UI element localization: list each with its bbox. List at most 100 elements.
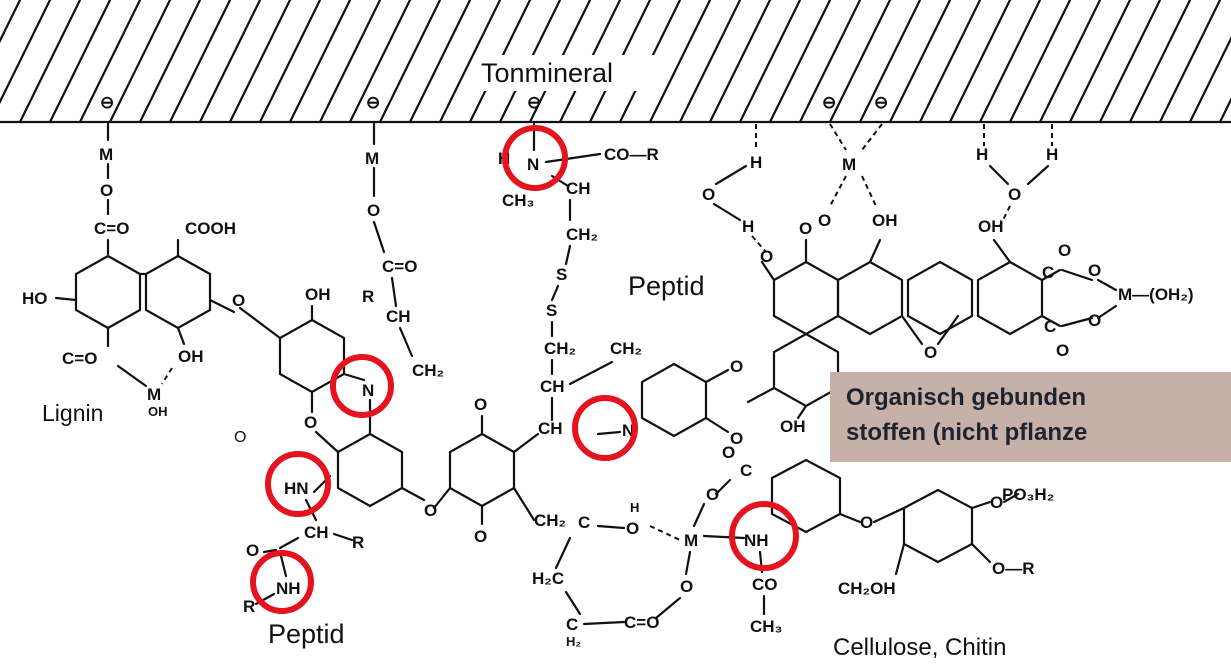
svg-text:O: O: [304, 413, 317, 432]
svg-text:OH: OH: [148, 404, 168, 419]
hatch-line: [48, 0, 112, 124]
svg-text:O: O: [246, 541, 259, 560]
svg-text:CO—R: CO—R: [604, 145, 659, 164]
svg-text:CH₂: CH₂: [412, 361, 444, 380]
svg-text:C=O: C=O: [94, 219, 129, 238]
hatch-line: [438, 0, 502, 124]
svg-text:C=O: C=O: [624, 613, 659, 632]
hatch-line: [348, 0, 412, 124]
svg-text:C=O: C=O: [382, 257, 417, 276]
svg-text:CH: CH: [386, 307, 411, 326]
svg-text:OH: OH: [178, 347, 204, 366]
hatch-line: [168, 0, 232, 124]
svg-text:O: O: [730, 357, 743, 376]
svg-text:M: M: [842, 155, 856, 174]
svg-text:O: O: [924, 343, 937, 362]
svg-text:CO: CO: [752, 575, 778, 594]
svg-text:O: O: [474, 527, 487, 546]
svg-text:OH: OH: [305, 285, 331, 304]
sugar-metal-complex: M O H CH C CH₂ H₂C C H₂ O C=O O O NH CO …: [532, 443, 1054, 661]
highlight-ring-1: [502, 125, 568, 191]
svg-text:O: O: [1056, 341, 1069, 360]
water-bridges: H O H M O OH H H O OH: [702, 123, 1058, 253]
hatch-line: [1188, 36, 1231, 124]
svg-text:M—(OH₂): M—(OH₂): [1118, 285, 1194, 304]
central-chain: M O C=O R CH CH₂ OH O O O O O CH CH₂ O: [232, 122, 566, 649]
svg-text:M: M: [684, 531, 698, 550]
svg-text:H₂C: H₂C: [532, 569, 564, 588]
hatch-line: [378, 0, 442, 124]
svg-text:NH: NH: [276, 579, 301, 598]
hatch-line: [678, 0, 742, 124]
hatch-line: [1128, 0, 1192, 124]
svg-text:COOH: COOH: [185, 219, 236, 238]
svg-text:NH: NH: [744, 531, 769, 550]
hatch-line: [198, 0, 262, 124]
hatch-line: [858, 0, 922, 124]
hatch-line: [138, 0, 202, 124]
hatch-line: [78, 0, 142, 124]
hatch-line: [1068, 0, 1132, 124]
hatch-line: [828, 0, 892, 124]
thio-chain: H N CO—R CH₃ CH CH₂ S S CH₂ CH CH₂ Pepti…: [498, 122, 705, 422]
hatch-line: [408, 0, 472, 124]
svg-text:O: O: [1008, 185, 1021, 204]
svg-text:C: C: [578, 513, 590, 532]
hatch-line: [0, 0, 22, 44]
surface-charges: ⊖ ⊖ ⊖ ⊖ ⊖: [100, 93, 888, 112]
highlight-ring-5: [729, 501, 799, 571]
svg-text:PO₃H₂: PO₃H₂: [1002, 485, 1054, 504]
svg-text:O: O: [100, 181, 113, 200]
svg-text:O: O: [760, 247, 773, 266]
hatch-line: [1098, 0, 1162, 124]
hatch-line: [978, 0, 1042, 124]
hatch-line: [948, 0, 1012, 124]
clay-mineral-surface: Tonmineral: [0, 0, 1231, 124]
svg-text:O: O: [1088, 311, 1101, 330]
hatch-line: [228, 0, 292, 124]
svg-text:CH: CH: [540, 377, 565, 396]
charge-2: ⊖: [366, 93, 380, 112]
nitrogen-highlights: [250, 125, 799, 614]
hatch-line: [18, 0, 82, 124]
svg-text:OH: OH: [872, 211, 898, 230]
hatch-line: [798, 0, 862, 124]
metal-1: M: [99, 145, 113, 164]
svg-text:CH₂: CH₂: [544, 339, 576, 358]
svg-text:N: N: [527, 155, 539, 174]
svg-text:CH: CH: [538, 419, 563, 438]
hatch-line: [888, 0, 952, 124]
svg-text:O: O: [1088, 261, 1101, 280]
svg-text:H: H: [630, 500, 639, 515]
svg-text:C: C: [1042, 263, 1054, 282]
svg-text:R: R: [362, 287, 374, 306]
svg-text:HO: HO: [22, 289, 48, 308]
svg-text:O: O: [860, 513, 873, 532]
peptide-label-left: Peptid: [268, 619, 345, 649]
callout-line-1: Organisch gebunden: [846, 384, 1087, 411]
svg-text:O: O: [680, 577, 693, 596]
svg-text:O: O: [730, 429, 743, 448]
hatch-line: [1218, 97, 1231, 124]
charge-1: ⊖: [100, 93, 114, 112]
svg-text:O: O: [232, 291, 245, 310]
humic-aromatic-system: O O O O OH C=O O C O M—(OH₂) C O O: [746, 219, 1194, 436]
svg-text:O: O: [1058, 241, 1071, 260]
svg-text:O: O: [367, 201, 380, 220]
hatch-line: [318, 0, 382, 124]
charge-5: ⊖: [874, 93, 888, 112]
svg-text:O: O: [702, 185, 715, 204]
callout-line-2: stoffen (nicht pflanze: [846, 419, 1088, 446]
charge-3: ⊖: [527, 93, 541, 112]
hatch-line: [648, 0, 712, 124]
svg-text:CH: CH: [566, 179, 591, 198]
svg-text:O—R: O—R: [992, 559, 1035, 578]
svg-text:O: O: [424, 501, 437, 520]
hatch-line: [0, 0, 52, 105]
highlight-ring-3: [572, 395, 638, 461]
svg-text:O: O: [818, 211, 831, 230]
svg-text:M: M: [365, 149, 379, 168]
lignin-fragment: M O C=O COOH HO C=O M OH OH Lignin: [22, 122, 236, 426]
highlight-ring-6: [250, 550, 314, 614]
